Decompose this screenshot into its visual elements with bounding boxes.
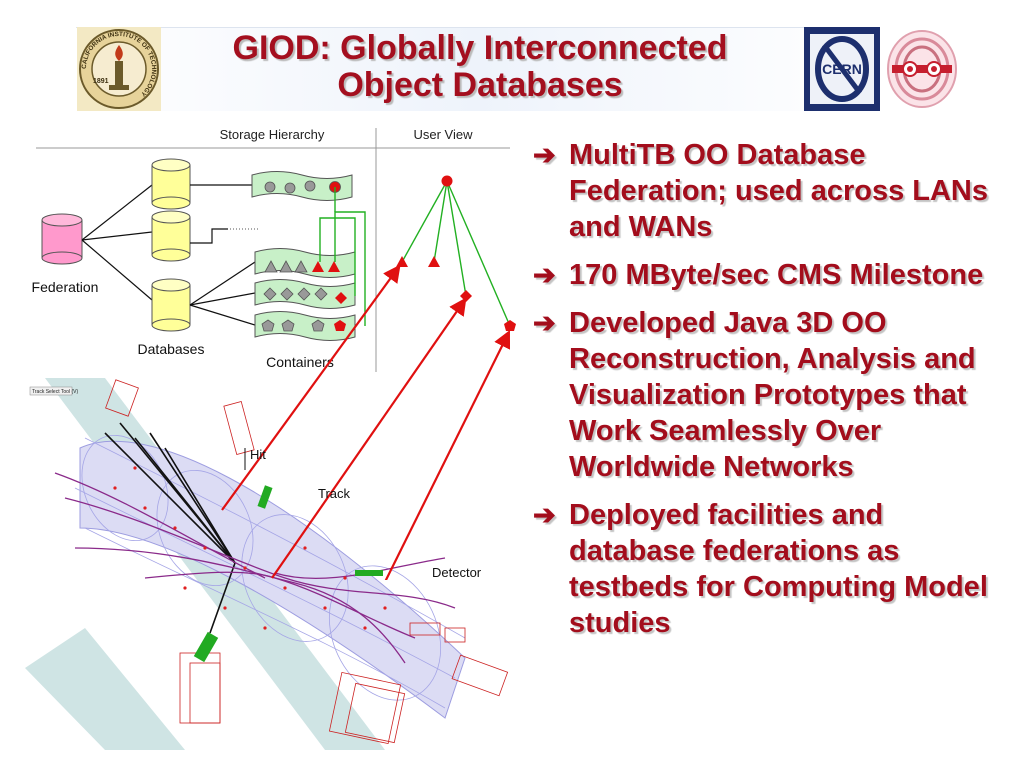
cern-logo-text: CERN [822,61,862,77]
page-title-line-1: GIOD: Globally Interconnected [232,29,728,67]
arrow-icon: ➔ [533,140,556,170]
bullet-item: ➔ 170 MByte/sec CMS Milestone [533,257,1013,293]
cms-logo [887,30,957,108]
bullet-item: ➔ MultiTB OO Database Federation; used ac… [533,137,1013,245]
page-title: GIOD: Globally Interconnected Object Dat… [160,30,800,104]
title-banner [76,27,877,111]
detector-label: Detector [432,565,482,580]
database-cylinder [151,210,191,262]
container-1 [251,171,353,201]
bullet-text: MultiTB OO Database Federation; used acr… [569,139,988,243]
database-cylinder [151,158,191,210]
bullet-item: ➔ Developed Java 3D OO Reconstruction, An… [533,305,1013,485]
event-display-caption: Track Select Tool (V) [32,389,78,395]
cern-logo: CERN [804,27,880,111]
bullet-list: ➔ MultiTB OO Database Federation; used ac… [533,137,1013,653]
arrow-icon: ➔ [533,260,556,290]
bullet-text: Developed Java 3D OO Reconstruction, Ana… [569,307,976,483]
event-display: Track Select Tool (V) [25,378,520,750]
federation-cylinder [41,213,83,265]
caltech-logo-year: 1891 [93,78,109,85]
databases-label: Databases [138,341,205,357]
storage-diagram: Storage Hierarchy User View Federation D… [32,127,516,580]
arrow-icon: ➔ [533,308,556,338]
container-4 [254,311,356,341]
containers-label: Containers [266,354,334,370]
database-cylinder [151,278,191,332]
user-view-header: User View [413,127,473,142]
hit-label: Hit [250,447,266,462]
caltech-logo: CALIFORNIA INSTITUTE OF TECHNOLOGY 1891 [77,27,161,111]
bullet-text: 170 MByte/sec CMS Milestone [569,259,984,291]
federation-label: Federation [32,279,99,295]
arrow-icon: ➔ [533,500,556,530]
bullet-item: ➔ Deployed facilities and database federa… [533,497,1013,641]
track-label: Track [318,486,351,501]
bullet-text: Deployed facilities and database federat… [569,499,988,639]
storage-hierarchy-header: Storage Hierarchy [220,127,325,142]
page-title-line-2: Object Databases [337,66,623,104]
